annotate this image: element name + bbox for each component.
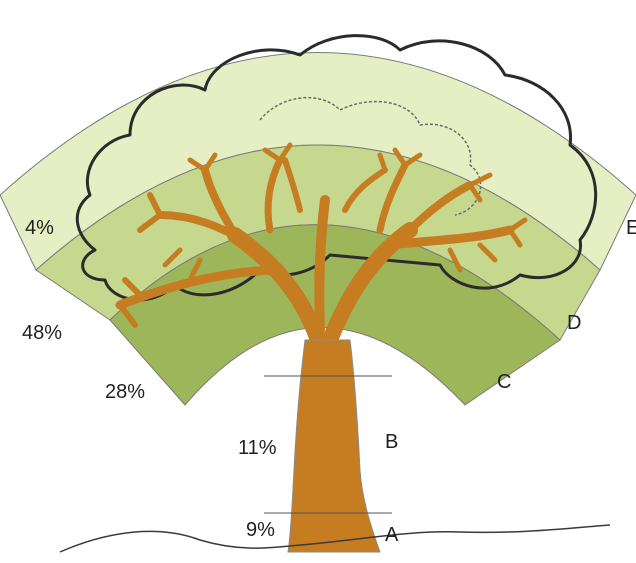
zone-e-percent: 4% xyxy=(25,218,54,238)
tree-trunk xyxy=(288,340,380,552)
zone-c-percent: 28% xyxy=(105,382,145,402)
zone-e-letter: E xyxy=(626,218,636,238)
zone-d-percent: 48% xyxy=(22,323,62,343)
zone-b-letter: B xyxy=(385,432,398,452)
zone-b-percent: 11% xyxy=(238,438,277,458)
zone-c-letter: C xyxy=(497,372,511,392)
zone-a-percent: 9% xyxy=(246,520,275,540)
zone-a-letter: A xyxy=(385,525,398,545)
zone-d-letter: D xyxy=(567,313,581,333)
